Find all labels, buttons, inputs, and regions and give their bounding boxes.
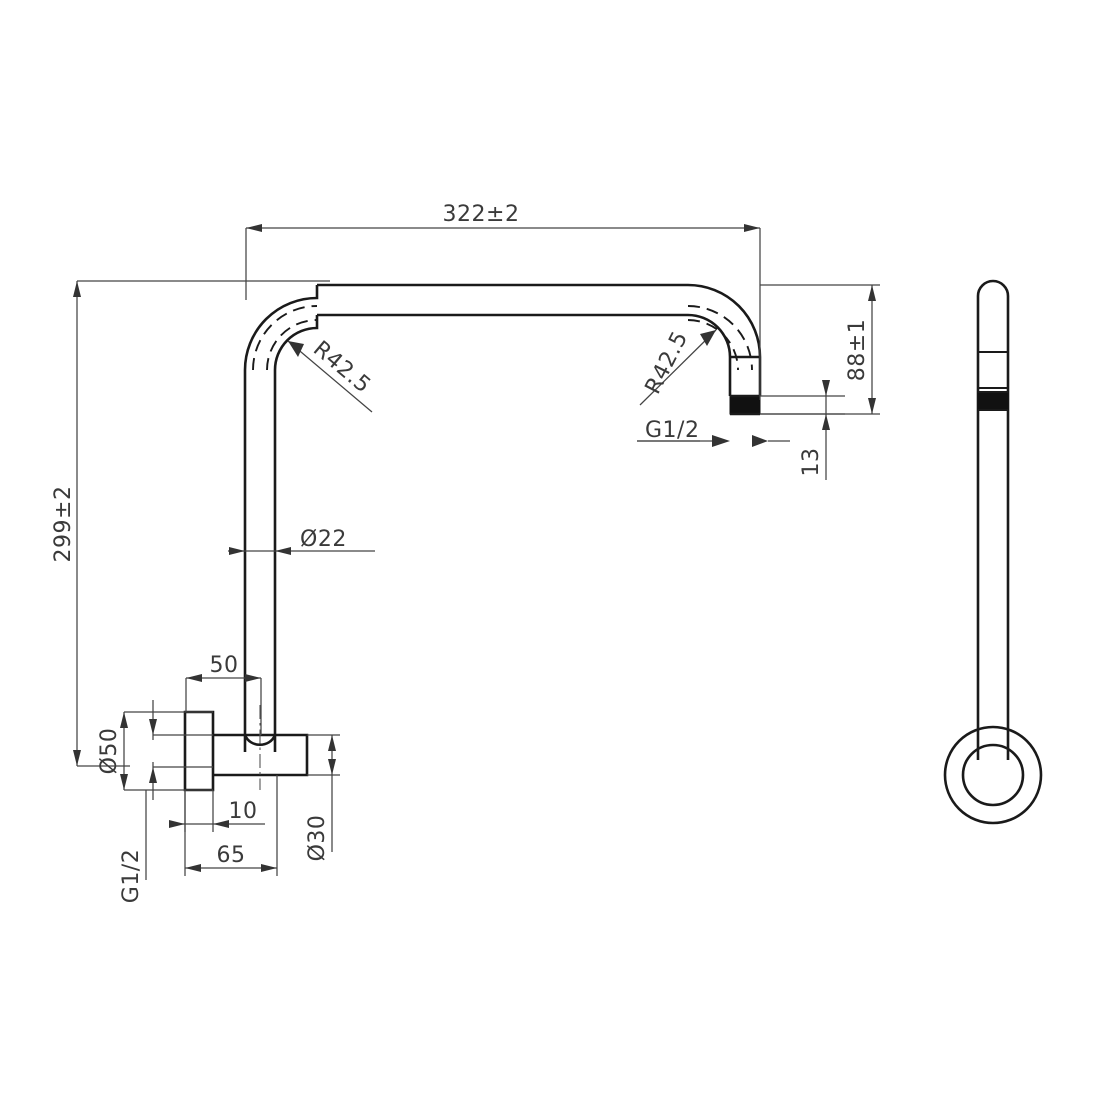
arrow-r-right	[700, 330, 716, 346]
arrow-13-top	[822, 380, 830, 396]
bend-left-bore-dashed-inner	[266, 319, 318, 371]
dimension-body-diameter: Ø30	[305, 734, 340, 862]
arrow-299-bottom	[73, 750, 81, 766]
arrow-322-left	[246, 224, 262, 232]
arrow-r-left	[288, 341, 304, 357]
arrow-13-bottom	[822, 414, 830, 430]
arrow-322-right	[744, 224, 760, 232]
arrow-299-top	[73, 281, 81, 297]
leader-line-r-right	[639, 329, 717, 406]
wall-flange-outline	[183, 710, 215, 792]
label-inlet-thread: G1/2	[119, 849, 144, 903]
arrow-50-left	[186, 674, 202, 682]
arrow-88-bottom	[868, 398, 876, 414]
bend-left-outer-arc	[243, 285, 319, 371]
label-base-length: 65	[217, 843, 246, 868]
arrow-65-right	[261, 864, 277, 872]
dimension-base-length: 65	[184, 775, 278, 876]
arrow-d30-bottom	[328, 759, 336, 775]
arrow-d22-right	[275, 547, 291, 555]
side-tube-outline	[976, 279, 1010, 760]
riser-saddle-fillet	[243, 734, 277, 747]
label-pipe-diameter: Ø22	[300, 527, 347, 552]
label-flange-offset: 50	[210, 653, 239, 678]
label-body-diameter: Ø30	[305, 815, 330, 862]
arrow-g12-outlet	[712, 435, 730, 447]
arrow-d30-top	[328, 735, 336, 751]
label-flange-thickness: 10	[229, 799, 258, 824]
dimension-overall-height: 299±2	[51, 280, 330, 767]
body-block-outline	[213, 733, 309, 777]
dimension-outlet-thread-length: 13	[760, 380, 845, 480]
arrow-d50-bottom	[120, 774, 128, 790]
arrow-d50-top	[120, 712, 128, 728]
bend-left-inner-arc	[273, 315, 319, 371]
side-profile-view	[943, 279, 1043, 825]
label-overall-length: 322±2	[443, 202, 520, 227]
side-flange-inner-circle	[961, 743, 1025, 807]
arrow-stub-top	[149, 719, 157, 735]
side-flange-outer-circle	[943, 725, 1043, 825]
bend-right-inner-arc	[678, 313, 732, 396]
dimension-pipe-diameter: Ø22	[228, 527, 375, 555]
label-radius-right: R42.5	[641, 327, 694, 398]
arrow-10-right	[213, 820, 229, 828]
bend-left-bore-dashed	[252, 305, 318, 371]
label-outlet-thread: G1/2	[645, 418, 699, 443]
leader-line-r-left	[287, 340, 373, 413]
callout-radius-left: R42.5	[287, 336, 375, 413]
outlet-thread-band	[729, 395, 761, 415]
arrow-88-top	[868, 285, 876, 301]
bend-right-outer-arc	[678, 283, 762, 396]
arrow-65-left	[185, 864, 201, 872]
label-overall-height: 299±2	[51, 486, 76, 563]
arrow-10-left	[169, 820, 185, 828]
arrow-d22-left	[229, 547, 245, 555]
dimension-overall-length: 322±2	[245, 202, 761, 400]
label-flange-diameter: Ø50	[97, 728, 122, 775]
dimension-outlet-height: 88±1	[760, 284, 880, 415]
callout-outlet-thread: G1/2	[637, 418, 790, 447]
bend-right-bore-dashed-inner	[687, 319, 739, 371]
side-thread-band	[977, 391, 1009, 411]
arrow-50-right	[245, 674, 261, 682]
callout-inlet-thread: G1/2	[119, 790, 147, 903]
bend-right-bore-dashed	[687, 305, 753, 371]
arrow-stub-bottom	[149, 767, 157, 783]
arrow-nozzle-right	[752, 435, 768, 447]
dimension-flange-offset: 50	[185, 653, 262, 735]
label-outlet-thread-length: 13	[799, 448, 824, 477]
label-radius-left: R42.5	[308, 336, 375, 398]
callout-radius-right: R42.5	[639, 327, 717, 406]
label-outlet-height: 88±1	[845, 319, 870, 381]
dimension-flange-thickness: 10	[169, 790, 265, 832]
front-elevation-view	[183, 283, 762, 792]
dimension-flange-diameter: Ø50	[97, 700, 213, 800]
